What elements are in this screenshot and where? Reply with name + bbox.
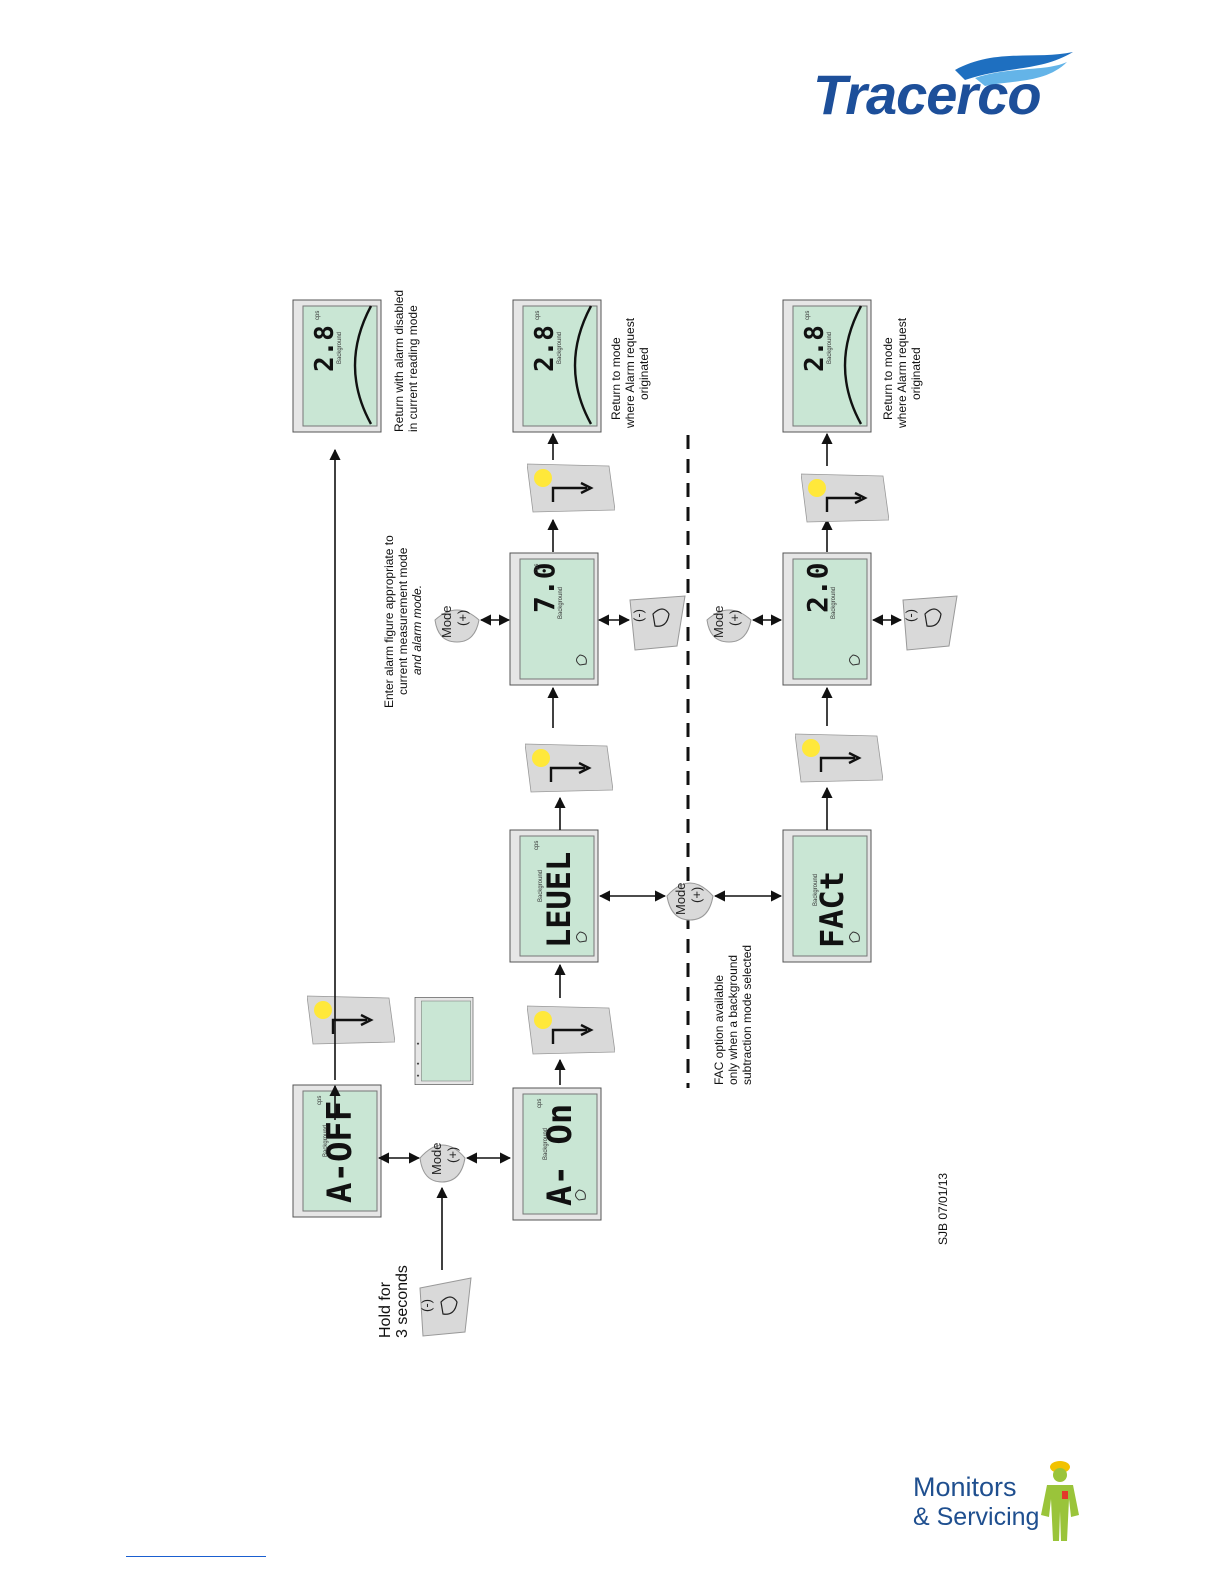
a-on-text: A- On [540,1104,580,1206]
mode-button-row2[interactable]: Mode (+) [434,605,480,643]
monitors-servicing-logo: Monitors & Servicing [905,1450,1095,1550]
svg-text:Background: Background [831,587,837,619]
unit-label: cps [317,1096,323,1105]
background-label: Background [323,1125,329,1157]
hold-line1: Hold for [377,1281,394,1338]
tracerco-logo: Tracerco [805,40,1085,130]
svg-text:2.8: 2.8 [530,325,560,372]
fac-line3: subtraction mode selected [740,945,754,1085]
bell-icon [924,608,942,627]
svg-text:Background: Background [557,332,563,364]
return-mode-line2: where Alarm request [623,317,637,429]
level-text: LEUEL [540,852,578,948]
sun-button-row2b[interactable] [525,742,613,794]
alarm-minus-button-hold[interactable]: (-) [419,1277,472,1337]
fac-line2: only when a background [726,955,740,1085]
svg-text:cps: cps [534,841,540,850]
sun-button-row3a[interactable] [795,732,883,784]
fact-text: FACt [813,871,851,948]
display-value-row3: 2.0 Background [782,552,872,686]
svg-text:Background: Background [543,1128,549,1160]
svg-text:(-): (-) [631,609,646,622]
svg-text:cps: cps [805,311,811,320]
alarm-flow-diagram: A-OFF Background cps 2.8 Background cps … [275,270,995,1395]
return-disabled-line1: Return with alarm disabled [392,290,406,432]
svg-text:2.8: 2.8 [800,325,830,372]
display-level: LEUEL Background cps [509,829,599,963]
display-reading-row2: 2.8 Background cps [512,299,602,433]
logo-text: Tracerco [813,63,1042,126]
return-mode-line1: Return to mode [609,337,623,420]
svg-text:Background: Background [538,870,544,902]
svg-text:(+): (+) [445,1147,460,1163]
partner-line2: & Servicing [913,1503,1040,1531]
svg-text:Mode: Mode [439,605,454,638]
display-fact: FACt Background [782,829,872,963]
mode-button-center[interactable]: Mode (+) [666,882,714,921]
svg-text:Background: Background [813,874,819,906]
svg-text:(-): (-) [419,1299,434,1312]
svg-text:Mode: Mode [673,882,688,915]
reading-text: 2.8 [310,325,340,372]
display-a-on: A- On Background cps [512,1087,602,1221]
display-value-row2: 7.0 Background cps [509,552,599,686]
wave-icon [955,52,1073,86]
svg-text:Return to mode: Return to mode [881,337,895,420]
svg-text:Mode: Mode [711,605,726,638]
svg-text:originated: originated [909,347,923,400]
sun-button-row2a[interactable] [527,1004,615,1056]
svg-text:(+): (+) [455,610,470,626]
svg-text:(-): (-) [903,609,918,622]
svg-text:(+): (+) [727,610,742,626]
svg-text:cps: cps [537,1099,543,1108]
reference-code: SJB 07/01/13 [936,1173,950,1245]
return-mode-line3: originated [637,347,651,400]
svg-text:Background: Background [558,587,564,619]
enter-line2: current measurement mode [396,547,410,695]
alarm-value-a: 7.0 [528,562,561,613]
enter-line1: Enter alarm figure appropriate to [382,535,396,708]
sun-button-row2c[interactable] [527,462,615,514]
mode-button-left[interactable]: Mode (+) [419,1142,466,1183]
svg-text:Background: Background [337,332,343,364]
fac-line1: FAC option available [712,975,726,1085]
display-a-off: A-OFF Background cps [292,997,474,1218]
a-off-text: A-OFF [320,1101,360,1203]
worker-figure-icon [1041,1461,1079,1541]
alarm-minus-button-row2[interactable]: (-) [629,595,686,651]
sun-button-row3b[interactable] [801,472,889,524]
alarm-minus-button-row3[interactable]: (-) [902,595,958,651]
svg-text:cps: cps [534,564,540,573]
svg-text:cps: cps [315,311,321,320]
display-reading-row3: 2.8 Background cps [782,299,872,433]
footer-link-underline [126,1556,266,1557]
sun-button-row1[interactable] [307,994,395,1046]
alarm-value-b: 2.0 [801,562,834,613]
bell-icon-small [575,1189,586,1201]
svg-text:cps: cps [535,311,541,320]
hold-line2: 3 seconds [394,1265,411,1338]
display-reading-row1: 2.8 Background cps [292,299,382,433]
svg-text:(+): (+) [689,887,704,903]
mode-button-row3[interactable]: Mode (+) [706,605,752,643]
partner-line1: Monitors [913,1472,1017,1502]
svg-text:Background: Background [827,332,833,364]
bell-icon [652,608,670,627]
svg-text:where Alarm request: where Alarm request [895,317,909,429]
svg-text:Mode: Mode [429,1142,444,1175]
enter-line3: and alarm mode. [410,585,424,675]
return-disabled-line2: in current reading mode [406,305,420,432]
bell-icon [440,1296,458,1315]
